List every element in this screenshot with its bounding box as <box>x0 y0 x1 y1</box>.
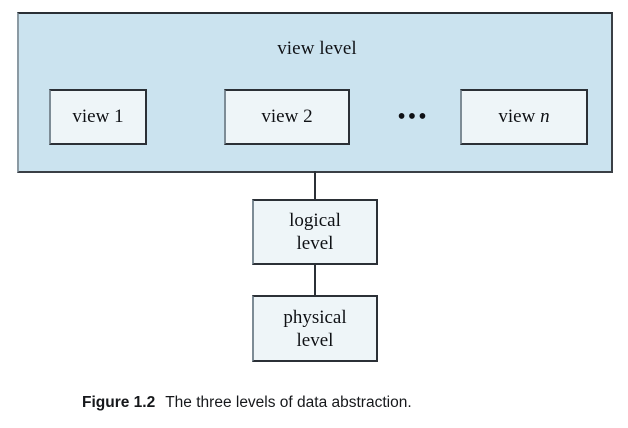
view-box-n: view n <box>460 89 588 145</box>
connector-logical-to-physical <box>314 263 316 297</box>
view-box-1-index: 1 <box>114 106 124 127</box>
view-level-title: view level <box>277 38 357 59</box>
connector-view-to-logical <box>314 171 316 201</box>
physical-level-label-line1: physical <box>283 306 347 328</box>
view-level-container: view level view 1 view 2 ••• view n <box>17 12 613 173</box>
view-box-1-label: view 1 <box>72 106 123 128</box>
logical-level-box: logical level <box>252 199 378 265</box>
view-box-2-prefix: view <box>261 106 299 127</box>
logical-level-label-line2: level <box>296 233 334 254</box>
figure-caption-text: The three levels of data abstraction. <box>165 394 412 411</box>
view-box-1: view 1 <box>49 89 147 145</box>
physical-level-box: physical level <box>252 295 378 362</box>
physical-level-label-line2: level <box>296 329 334 351</box>
view-box-n-prefix: view <box>498 106 536 127</box>
ellipsis-icon: ••• <box>397 104 429 130</box>
view-box-2-index: 2 <box>303 106 313 127</box>
figure-caption: Figure 1.2 The three levels of data abstr… <box>82 393 562 413</box>
view-box-n-index: n <box>540 106 550 127</box>
view-box-1-prefix: view <box>72 106 110 127</box>
logical-level-label-line1: logical <box>289 210 341 231</box>
figure-caption-label: Figure 1.2 <box>82 394 156 411</box>
view-box-2-label: view 2 <box>261 106 312 128</box>
view-box-n-label: view n <box>498 106 549 128</box>
view-box-2: view 2 <box>224 89 350 145</box>
